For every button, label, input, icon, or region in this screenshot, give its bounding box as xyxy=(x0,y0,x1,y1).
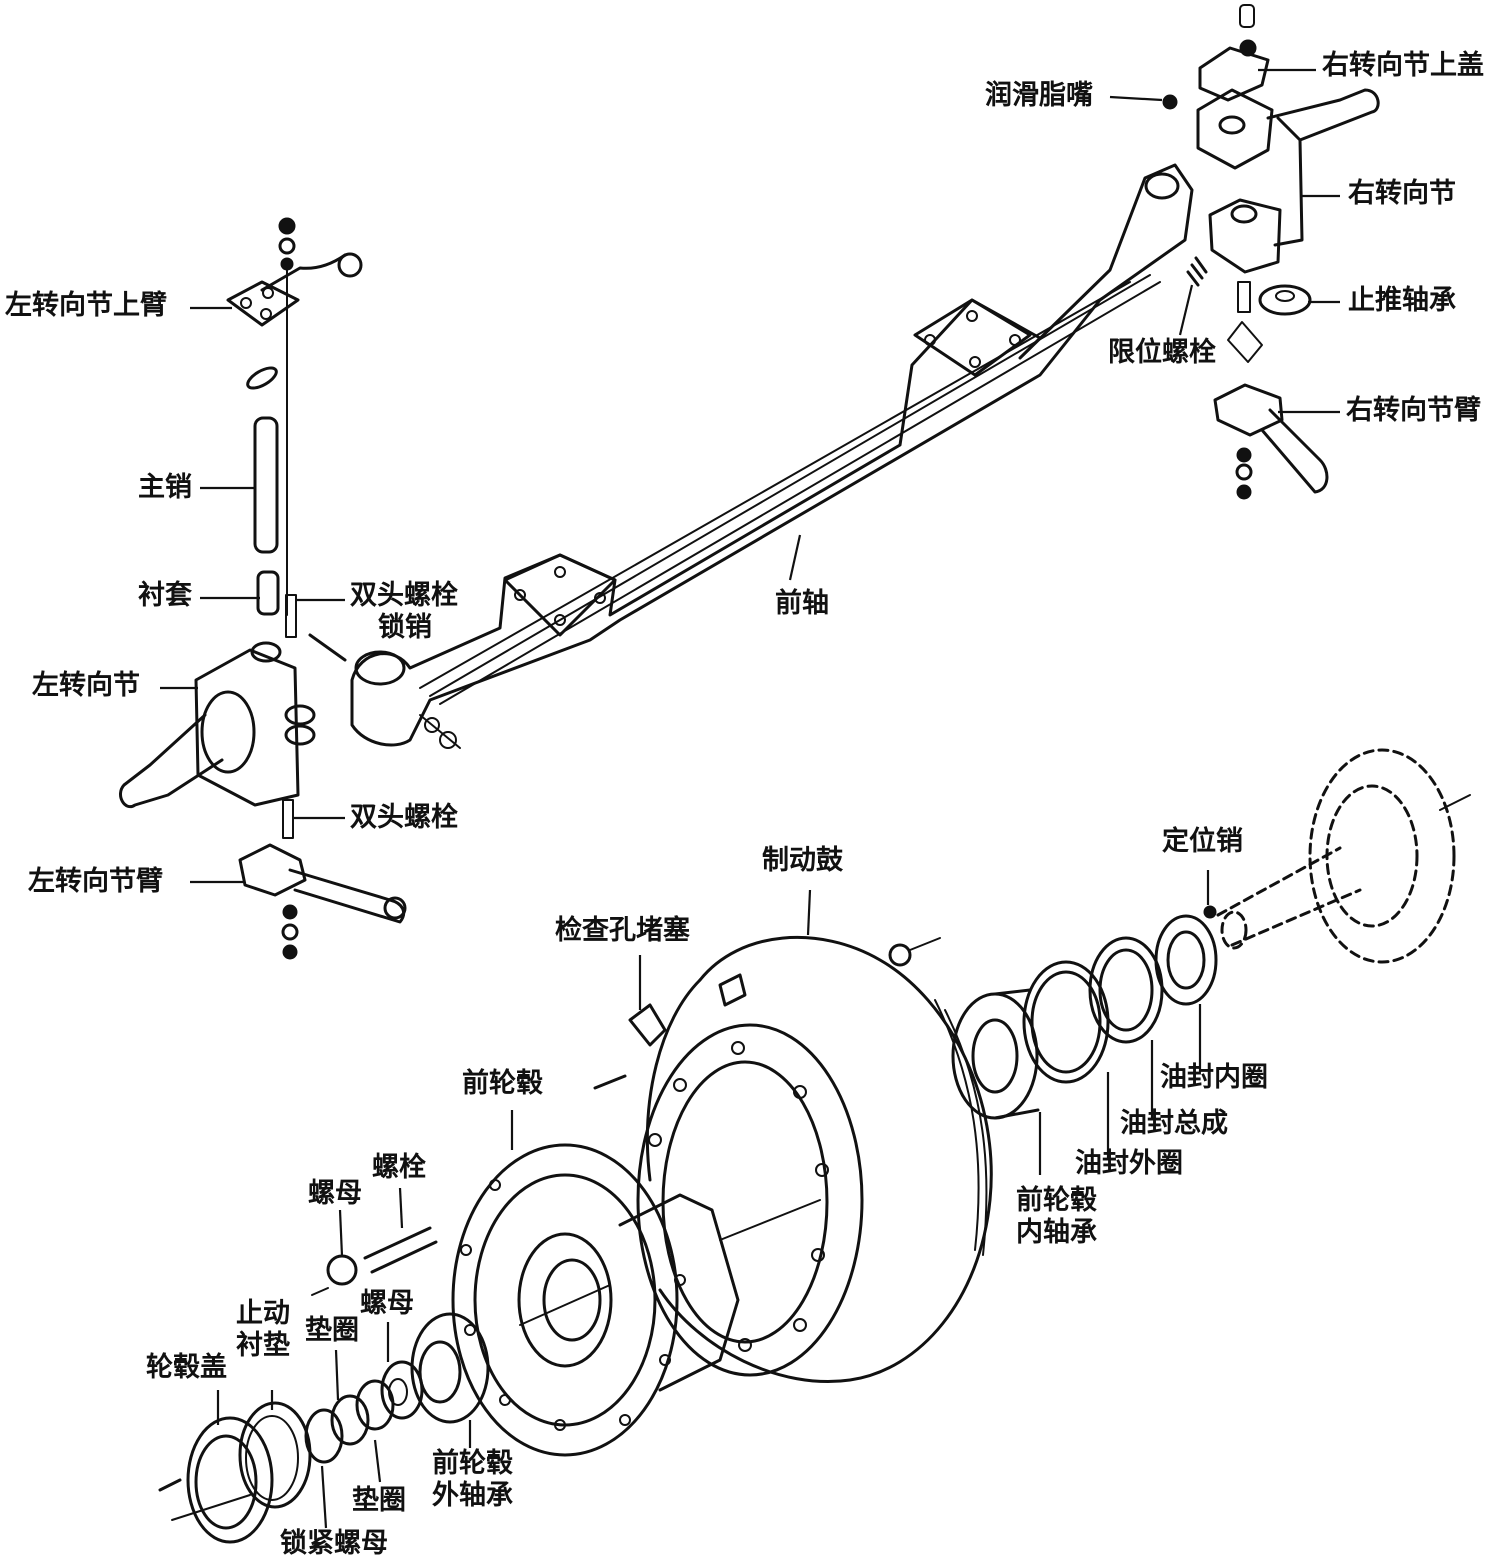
label-washer-bottom: 垫圈 xyxy=(352,1485,406,1516)
label-right-knuckle: 右转向节 xyxy=(1348,178,1456,209)
label-bushing: 衬套 xyxy=(138,580,192,611)
label-stud-bolt-lower: 双头螺栓 xyxy=(350,802,458,833)
label-inspection-plug: 检查孔堵塞 xyxy=(555,915,690,946)
label-locating-pin: 定位销 xyxy=(1162,826,1243,857)
label-stop-gasket: 止动 衬垫 xyxy=(236,1298,290,1363)
label-left-upper-arm: 左转向节上臂 xyxy=(5,290,167,321)
label-lock-pin: 锁销 xyxy=(378,612,432,643)
label-thrust-bearing: 止推轴承 xyxy=(1348,285,1456,316)
label-lock-nut: 锁紧螺母 xyxy=(280,1528,388,1559)
label-front-hub: 前轮毂 xyxy=(462,1068,543,1099)
label-right-knuckle-cap: 右转向节上盖 xyxy=(1322,50,1484,81)
label-stud-bolt-upper: 双头螺栓 xyxy=(350,580,458,611)
label-left-knuckle: 左转向节 xyxy=(32,670,140,701)
label-seal-outer: 油封外圈 xyxy=(1075,1148,1183,1179)
label-right-knuckle-arm: 右转向节臂 xyxy=(1346,395,1481,426)
label-stop-gasket-text: 止动 衬垫 xyxy=(236,1298,290,1362)
label-limit-bolt: 限位螺栓 xyxy=(1108,337,1216,368)
label-left-knuckle-arm: 左转向节臂 xyxy=(28,866,163,897)
label-grease-nipple: 润滑脂嘴 xyxy=(985,80,1093,111)
wheel-hub-assembly xyxy=(158,748,1471,1544)
label-washer-top: 垫圈 xyxy=(305,1315,359,1346)
label-seal-assembly: 油封总成 xyxy=(1120,1108,1228,1139)
left-knuckle-assembly xyxy=(119,217,407,960)
label-kingpin: 主销 xyxy=(138,472,192,503)
label-brake-drum: 制动鼓 xyxy=(762,845,843,876)
label-bolt: 螺栓 xyxy=(372,1152,426,1183)
label-front-axle: 前轴 xyxy=(775,588,829,619)
label-nut-top: 螺母 xyxy=(308,1178,362,1209)
label-seal-inner: 油封内圈 xyxy=(1160,1062,1268,1093)
label-hub-outer-bearing-text: 前轮毂 外轴承 xyxy=(432,1448,513,1512)
label-hub-inner-bearing-line1: 前轮毂 内轴承 xyxy=(1016,1185,1097,1249)
right-knuckle-assembly xyxy=(1162,4,1380,500)
leader-lines xyxy=(160,68,1340,1529)
label-hub-outer-bearing: 前轮毂 外轴承 xyxy=(432,1448,513,1513)
label-nut-middle: 螺母 xyxy=(360,1288,414,1319)
label-hub-cap: 轮毂盖 xyxy=(146,1352,227,1383)
label-hub-inner-bearing: 前轮毂 内轴承 xyxy=(1016,1185,1097,1250)
front-axle-beam xyxy=(350,163,1194,749)
